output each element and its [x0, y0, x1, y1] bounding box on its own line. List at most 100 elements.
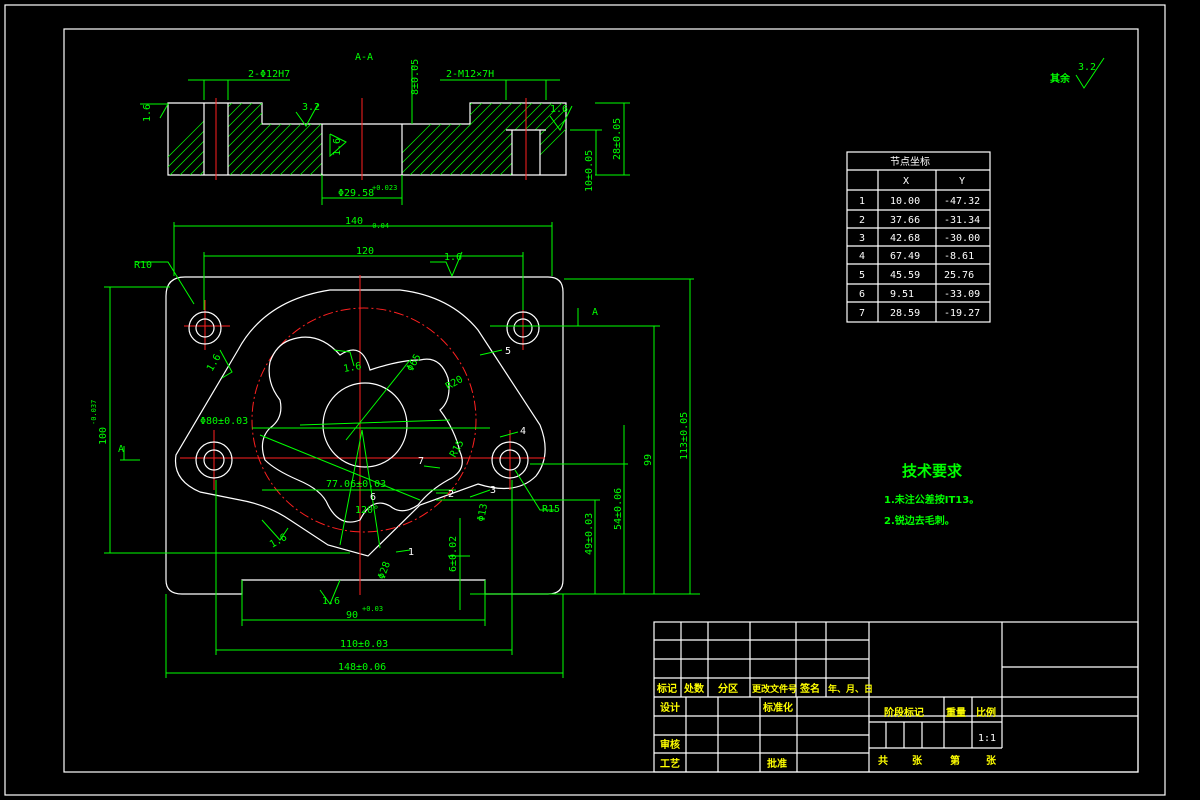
dim-d29: Φ29.58 [338, 188, 374, 199]
node-6: 6 [370, 492, 376, 503]
tb-rev-sign: 签名 [799, 682, 820, 695]
title-block: 标记 处数 分区 更改文件号 签名 年、月、日 设计 标准化 阶段标记 重量 比… [653, 621, 1139, 773]
rough-section-top: 3.2 [302, 102, 320, 113]
node-2: 2 [448, 489, 454, 500]
rough-section-bore: 1.6 [332, 138, 343, 156]
coord-cell-y: -47.32 [944, 196, 980, 207]
coord-table-title: 节点坐标 [890, 156, 930, 168]
tb-review: 审核 [660, 738, 680, 751]
dim-d80: Φ80±0.03 [200, 416, 248, 427]
dim-h100: 100 [98, 427, 109, 445]
dim-t28: 28±0.05 [612, 118, 623, 160]
tb-approve: 批准 [767, 757, 787, 770]
coord-cell-n: 5 [859, 270, 865, 281]
dim-h99: 99 [643, 454, 654, 466]
dim-r15b: R15 [542, 504, 560, 515]
coord-cell-y: -19.27 [944, 308, 980, 319]
tb-rev-zone: 分区 [718, 682, 738, 695]
dim-d13: Φ13 [476, 503, 490, 523]
tb-page: 第 [950, 754, 960, 767]
tb-rev-count: 处数 [683, 682, 705, 695]
dim-h113: 113±0.05 [679, 412, 690, 460]
dim-thread: 2-M12×7H [446, 69, 494, 80]
dim-w90: 90 [346, 610, 358, 621]
node-3: 3 [490, 485, 496, 496]
dim-w120: 120 [356, 246, 374, 257]
coord-cell-y: 25.76 [944, 270, 974, 281]
section-view: A-A 2-Φ12H7 2-M12×7H 8±0.05 28±0.05 10±0… [140, 52, 630, 205]
coord-cell-y: -33.09 [944, 289, 980, 300]
dim-d28: Φ28 [376, 560, 393, 581]
tb-rev-doc: 更改文件号 [752, 683, 797, 695]
tb-scale-label: 比例 [976, 706, 996, 719]
rough-section-right: 1.6 [550, 104, 568, 115]
node-7: 7 [418, 456, 424, 467]
section-mark-left: A [118, 444, 124, 455]
tb-total: 共 [878, 754, 888, 767]
dim-r10: R10 [134, 260, 152, 271]
dim-w110: 110±0.03 [340, 639, 388, 650]
coord-col-x: X [903, 176, 909, 187]
dim-a120: 120° [355, 505, 379, 516]
coord-cell-y: -8.61 [944, 251, 974, 262]
node-1: 1 [408, 547, 414, 558]
rough-plan-left-low: 1.6 [268, 532, 289, 551]
section-label: A-A [355, 52, 373, 63]
rough-plan-top: 1.6 [444, 252, 462, 263]
dim-w140-tol: -0.04 [368, 222, 389, 230]
tech-item-2: 2.锐边去毛刺。 [884, 514, 955, 527]
surface-finish-else: 其余 3.2 [1050, 57, 1105, 89]
coord-cell-n: 2 [859, 215, 865, 226]
tech-title: 技术要求 [902, 462, 963, 480]
rough-section-left: 1.6 [142, 104, 153, 122]
coord-cell-x: 28.59 [890, 308, 920, 319]
tb-sheets2: 张 [986, 754, 997, 767]
dim-depth8: 8±0.05 [410, 59, 421, 95]
plan-view: 140 -0.04 120 R10 100 -0.037 A A Φ80±0.0… [90, 216, 700, 678]
coord-cell-x: 10.00 [890, 196, 920, 207]
dim-d65: Φ65 [405, 352, 424, 373]
coord-cell-n: 7 [859, 308, 865, 319]
coord-cell-n: 6 [859, 289, 865, 300]
tb-process: 工艺 [660, 757, 680, 770]
rough-plan-bottom: 1.6 [322, 596, 340, 607]
rough-plan-star: 1.6 [343, 361, 363, 375]
coord-cell-x: 42.68 [890, 233, 920, 244]
surface-else-prefix: 其余 [1050, 72, 1071, 85]
coord-cell-x: 9.51 [890, 289, 914, 300]
coord-cell-x: 45.59 [890, 270, 920, 281]
dim-h6: 6±0.02 [448, 536, 459, 572]
tb-stage: 阶段标记 [884, 706, 924, 719]
tech-item-1: 1.未注公差按IT13。 [884, 493, 979, 506]
coord-col-y: Y [959, 176, 965, 187]
dim-t10: 10±0.05 [584, 150, 595, 192]
dim-w90-tol: +0.03 [362, 605, 383, 613]
coord-cell-x: 37.66 [890, 215, 920, 226]
tb-standard: 标准化 [762, 701, 793, 714]
dim-h100-tol: -0.037 [90, 400, 98, 425]
dim-w140: 140 [345, 216, 363, 227]
dim-r15a: R15 [448, 438, 467, 459]
node-5: 5 [505, 346, 511, 357]
tb-rev-date: 年、月、日 [828, 683, 873, 695]
tb-design: 设计 [660, 701, 680, 714]
coord-cell-y: -31.34 [944, 215, 980, 226]
outer-border [4, 4, 1166, 796]
tb-rev-mark: 标记 [656, 682, 677, 695]
tech-requirements: 技术要求 1.未注公差按IT13。 2.锐边去毛刺。 [884, 462, 979, 527]
dim-holes-h7: 2-Φ12H7 [248, 69, 290, 80]
tb-weight: 重量 [946, 706, 966, 719]
coord-cell-y: -30.00 [944, 233, 980, 244]
dim-h54: 54±0.06 [613, 488, 624, 530]
section-mark-right: A [592, 307, 598, 318]
node-4: 4 [520, 426, 526, 437]
surface-else-value: 3.2 [1078, 62, 1096, 73]
coord-cell-n: 1 [859, 196, 865, 207]
tb-sheets1: 张 [912, 754, 923, 767]
rough-plan-left-up: 1.6 [205, 352, 224, 373]
tb-scale: 1:1 [978, 733, 996, 744]
dim-h49: 49±0.03 [584, 513, 595, 555]
dim-w77: 77.06±0.03 [326, 479, 386, 490]
